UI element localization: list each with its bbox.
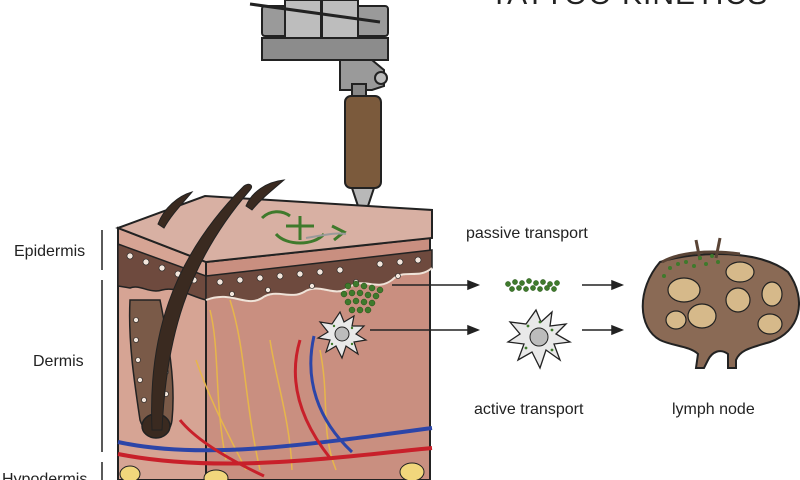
fat-cells <box>119 462 425 480</box>
diagram-title: TATTOO KINETICS <box>490 0 768 11</box>
blood-vessels <box>117 335 433 478</box>
label-lymph-node: lymph node <box>672 401 755 418</box>
label-passive-transport: passive transport <box>466 225 588 242</box>
tattoo-anchor-icon <box>260 210 347 245</box>
migrating-macrophage <box>506 308 573 370</box>
tattoo-machine <box>249 0 389 301</box>
label-epidermis: Epidermis <box>14 243 85 260</box>
transport-arrows <box>370 279 625 336</box>
free-ink-particles <box>505 278 560 292</box>
lymph-node <box>641 237 800 369</box>
label-dermis: Dermis <box>33 353 84 370</box>
nerves <box>195 299 337 471</box>
hairs <box>151 179 286 431</box>
label-hypodermis: Hypodermis <box>2 471 87 480</box>
label-active-transport: active transport <box>474 401 584 418</box>
ink-particle-cluster <box>340 280 384 314</box>
macrophage-in-skin <box>316 310 368 360</box>
